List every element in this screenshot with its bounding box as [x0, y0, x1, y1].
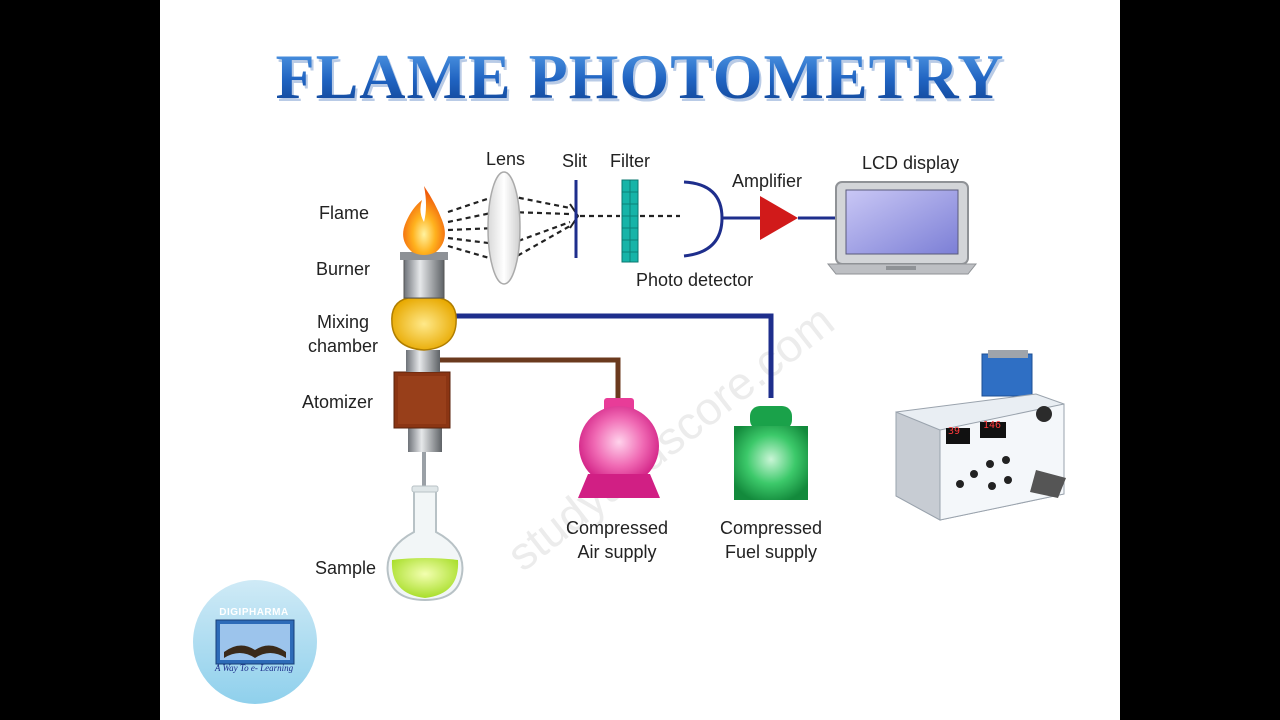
- label-flame: Flame: [319, 203, 370, 223]
- label-air-supply-line2: Air supply: [577, 542, 657, 562]
- label-burner: Burner: [316, 259, 371, 279]
- label-fuel-supply-line1: Compressed: [719, 518, 823, 538]
- label-lens: Lens: [486, 149, 526, 169]
- lens: [487, 171, 521, 285]
- label-lcd-display: LCD display: [862, 153, 960, 173]
- logo-name: DIGIPHARMA: [219, 607, 289, 618]
- atomizer-nozzle: [408, 428, 442, 452]
- atomizer-connector: [406, 350, 440, 372]
- flame-photometer-instrument: [895, 350, 1066, 521]
- label-slit: Slit: [562, 151, 588, 171]
- instrument-readout-right: 146: [983, 420, 1002, 431]
- air-cylinder: [578, 398, 660, 498]
- burner: [403, 255, 445, 299]
- digipharma-logo: [193, 580, 317, 704]
- label-mixing-chamber-line2: chamber: [307, 336, 379, 356]
- label-air-supply-line1: Compressed: [565, 518, 669, 538]
- fuel-line: [445, 313, 774, 398]
- label-amplifier: Amplifier: [732, 171, 803, 191]
- amplifier: [760, 196, 798, 240]
- flame-photometry-diagram: studyandscore.com: [193, 171, 1066, 704]
- label-filter: Filter: [610, 151, 650, 171]
- logo-tagline: A Way To e- Learning: [214, 663, 294, 673]
- lcd-display: [826, 181, 978, 275]
- mixing-chamber: [391, 297, 457, 351]
- label-mixing-chamber-line1: Mixing: [316, 312, 369, 332]
- instrument-readout-left: 39: [948, 426, 961, 437]
- label-photo-detector: Photo detector: [636, 270, 754, 290]
- label-sample: Sample: [315, 558, 377, 578]
- label-fuel-supply-line2: Fuel supply: [724, 542, 818, 562]
- light-rays: [447, 194, 680, 262]
- slide: FLAME PHOTOMETRY FLAME PHOTOMETRY: [160, 0, 1120, 720]
- flame: [403, 186, 445, 255]
- page-title-shadow: FLAME PHOTOMETRY: [162, 43, 1120, 117]
- sample-flask: [386, 485, 464, 602]
- fuel-cylinder: [734, 406, 808, 500]
- photo-detector: [683, 180, 724, 258]
- label-atomizer: Atomizer: [302, 392, 374, 412]
- page-title: FLAME PHOTOMETRY: [160, 40, 1120, 114]
- air-line: [440, 357, 621, 400]
